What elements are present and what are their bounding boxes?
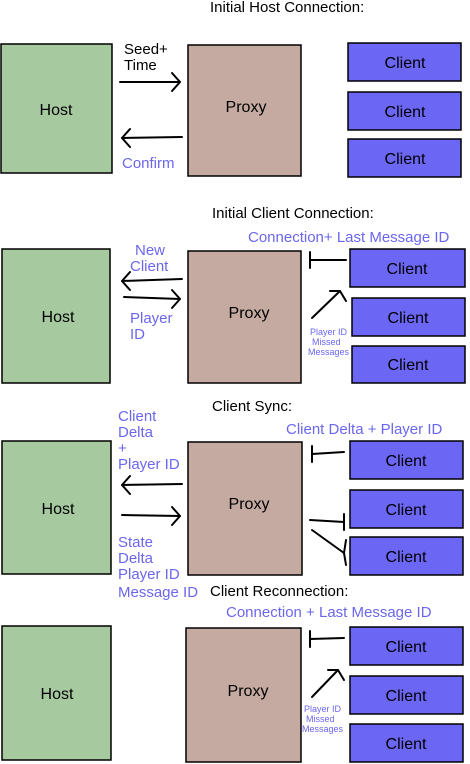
host-box-3 [1, 440, 112, 575]
small-missed-label-2: Missed [312, 337, 341, 347]
confirm-label: Confirm [122, 155, 175, 172]
client-label-3a: Client [386, 453, 427, 470]
host-label-3: Host [42, 501, 75, 518]
client-box-2b [351, 297, 466, 337]
section-title-client-sync: Client Sync: [212, 398, 292, 415]
proxy-label-2: Proxy [229, 305, 270, 322]
client-delta-label-line2: Delta [118, 424, 154, 441]
small-player-id-label-2: Player ID [310, 327, 348, 337]
section-title-initial-client: Initial Client Connection: [212, 205, 374, 222]
client-label-2b: Client [388, 310, 429, 327]
client-box-1b [347, 91, 462, 131]
client-label-1a: Client [385, 55, 426, 72]
section-title-initial-host: Initial Host Connection: [210, 0, 364, 16]
player-id-label-line1: Player [130, 310, 173, 327]
proxy-box-4 [185, 627, 302, 763]
arrow-client-to-proxy-3 [311, 445, 345, 463]
connection-last-message-label-4: Connection + Last Message ID [226, 604, 432, 621]
host-box-2 [1, 248, 111, 384]
arrow-proxy-to-host-1 [121, 128, 183, 148]
client-label-1c: Client [385, 151, 426, 168]
connection-last-message-label-2: Connection+ Last Message ID [248, 229, 450, 246]
arrow-proxy-to-client-2 [311, 290, 347, 319]
small-missed-label-4: Missed [306, 714, 335, 724]
client-delta-player-id-label-right: Client Delta + Player ID [286, 421, 442, 438]
state-delta-label-line2: Delta [118, 550, 154, 567]
client-label-3b: Client [386, 502, 427, 519]
new-client-label-line2: Client [130, 258, 169, 275]
host-label-4: Host [41, 686, 74, 703]
host-box-4 [1, 625, 112, 761]
client-label-3c: Client [386, 549, 427, 566]
seed-time-label-line2: Time [124, 57, 157, 74]
client-label-1b: Client [385, 104, 426, 121]
small-messages-label-2: Messages [308, 347, 350, 357]
state-delta-label-line4: Message ID [118, 584, 198, 601]
seed-time-label-line1: Seed+ [124, 41, 168, 58]
client-delta-label-line3: + [118, 440, 127, 457]
client-box-4b [349, 675, 464, 715]
client-box-2a [349, 248, 466, 288]
arrow-proxy-to-client-4 [311, 669, 345, 698]
client-label-2a: Client [387, 261, 428, 278]
proxy-box-2 [187, 250, 302, 384]
player-id-label-line2: ID [130, 326, 145, 343]
client-box-3a [349, 440, 464, 480]
client-label-4a: Client [386, 639, 427, 656]
proxy-label-4: Proxy [228, 683, 269, 700]
arrow-proxy-to-host-2 [121, 271, 183, 291]
client-box-3c [349, 536, 464, 576]
host-box-1 [0, 43, 113, 174]
client-label-2c: Client [388, 357, 429, 374]
state-delta-label-line1: State [118, 534, 153, 551]
proxy-box-1 [187, 44, 302, 177]
small-player-id-label-4: Player ID [304, 704, 342, 714]
arrow-proxy-to-host-3 [121, 475, 183, 495]
arrow-host-to-proxy-2 [123, 289, 181, 309]
client-box-1c [347, 138, 462, 178]
client-delta-label-line4: Player ID [118, 456, 180, 473]
arrow-proxy-to-client-3c [311, 529, 347, 566]
client-box-4a [349, 626, 464, 666]
new-client-label-line1: New [135, 242, 165, 259]
host-label-1: Host [40, 102, 73, 119]
client-delta-label-line1: Client [118, 408, 157, 425]
section-title-client-reconnection: Client Reconnection: [210, 583, 348, 600]
client-box-3b [349, 489, 464, 529]
small-messages-label-4: Messages [302, 724, 344, 734]
host-label-2: Host [42, 309, 75, 326]
arrow-proxy-to-client-3b [309, 513, 345, 531]
state-delta-label-line3: Player ID [118, 566, 180, 583]
client-box-1a [347, 42, 462, 82]
arrow-host-to-proxy-1 [119, 72, 181, 92]
client-label-4c: Client [386, 736, 427, 753]
arrow-client-to-proxy-4 [309, 630, 345, 648]
client-box-4c [349, 723, 464, 763]
proxy-label-1: Proxy [226, 99, 267, 116]
proxy-label-3: Proxy [229, 496, 270, 513]
client-box-2c [351, 345, 466, 384]
arrow-host-to-proxy-3 [121, 506, 181, 526]
proxy-box-3 [187, 441, 303, 576]
arrow-client-to-proxy-2 [309, 251, 347, 269]
client-label-4b: Client [386, 688, 427, 705]
